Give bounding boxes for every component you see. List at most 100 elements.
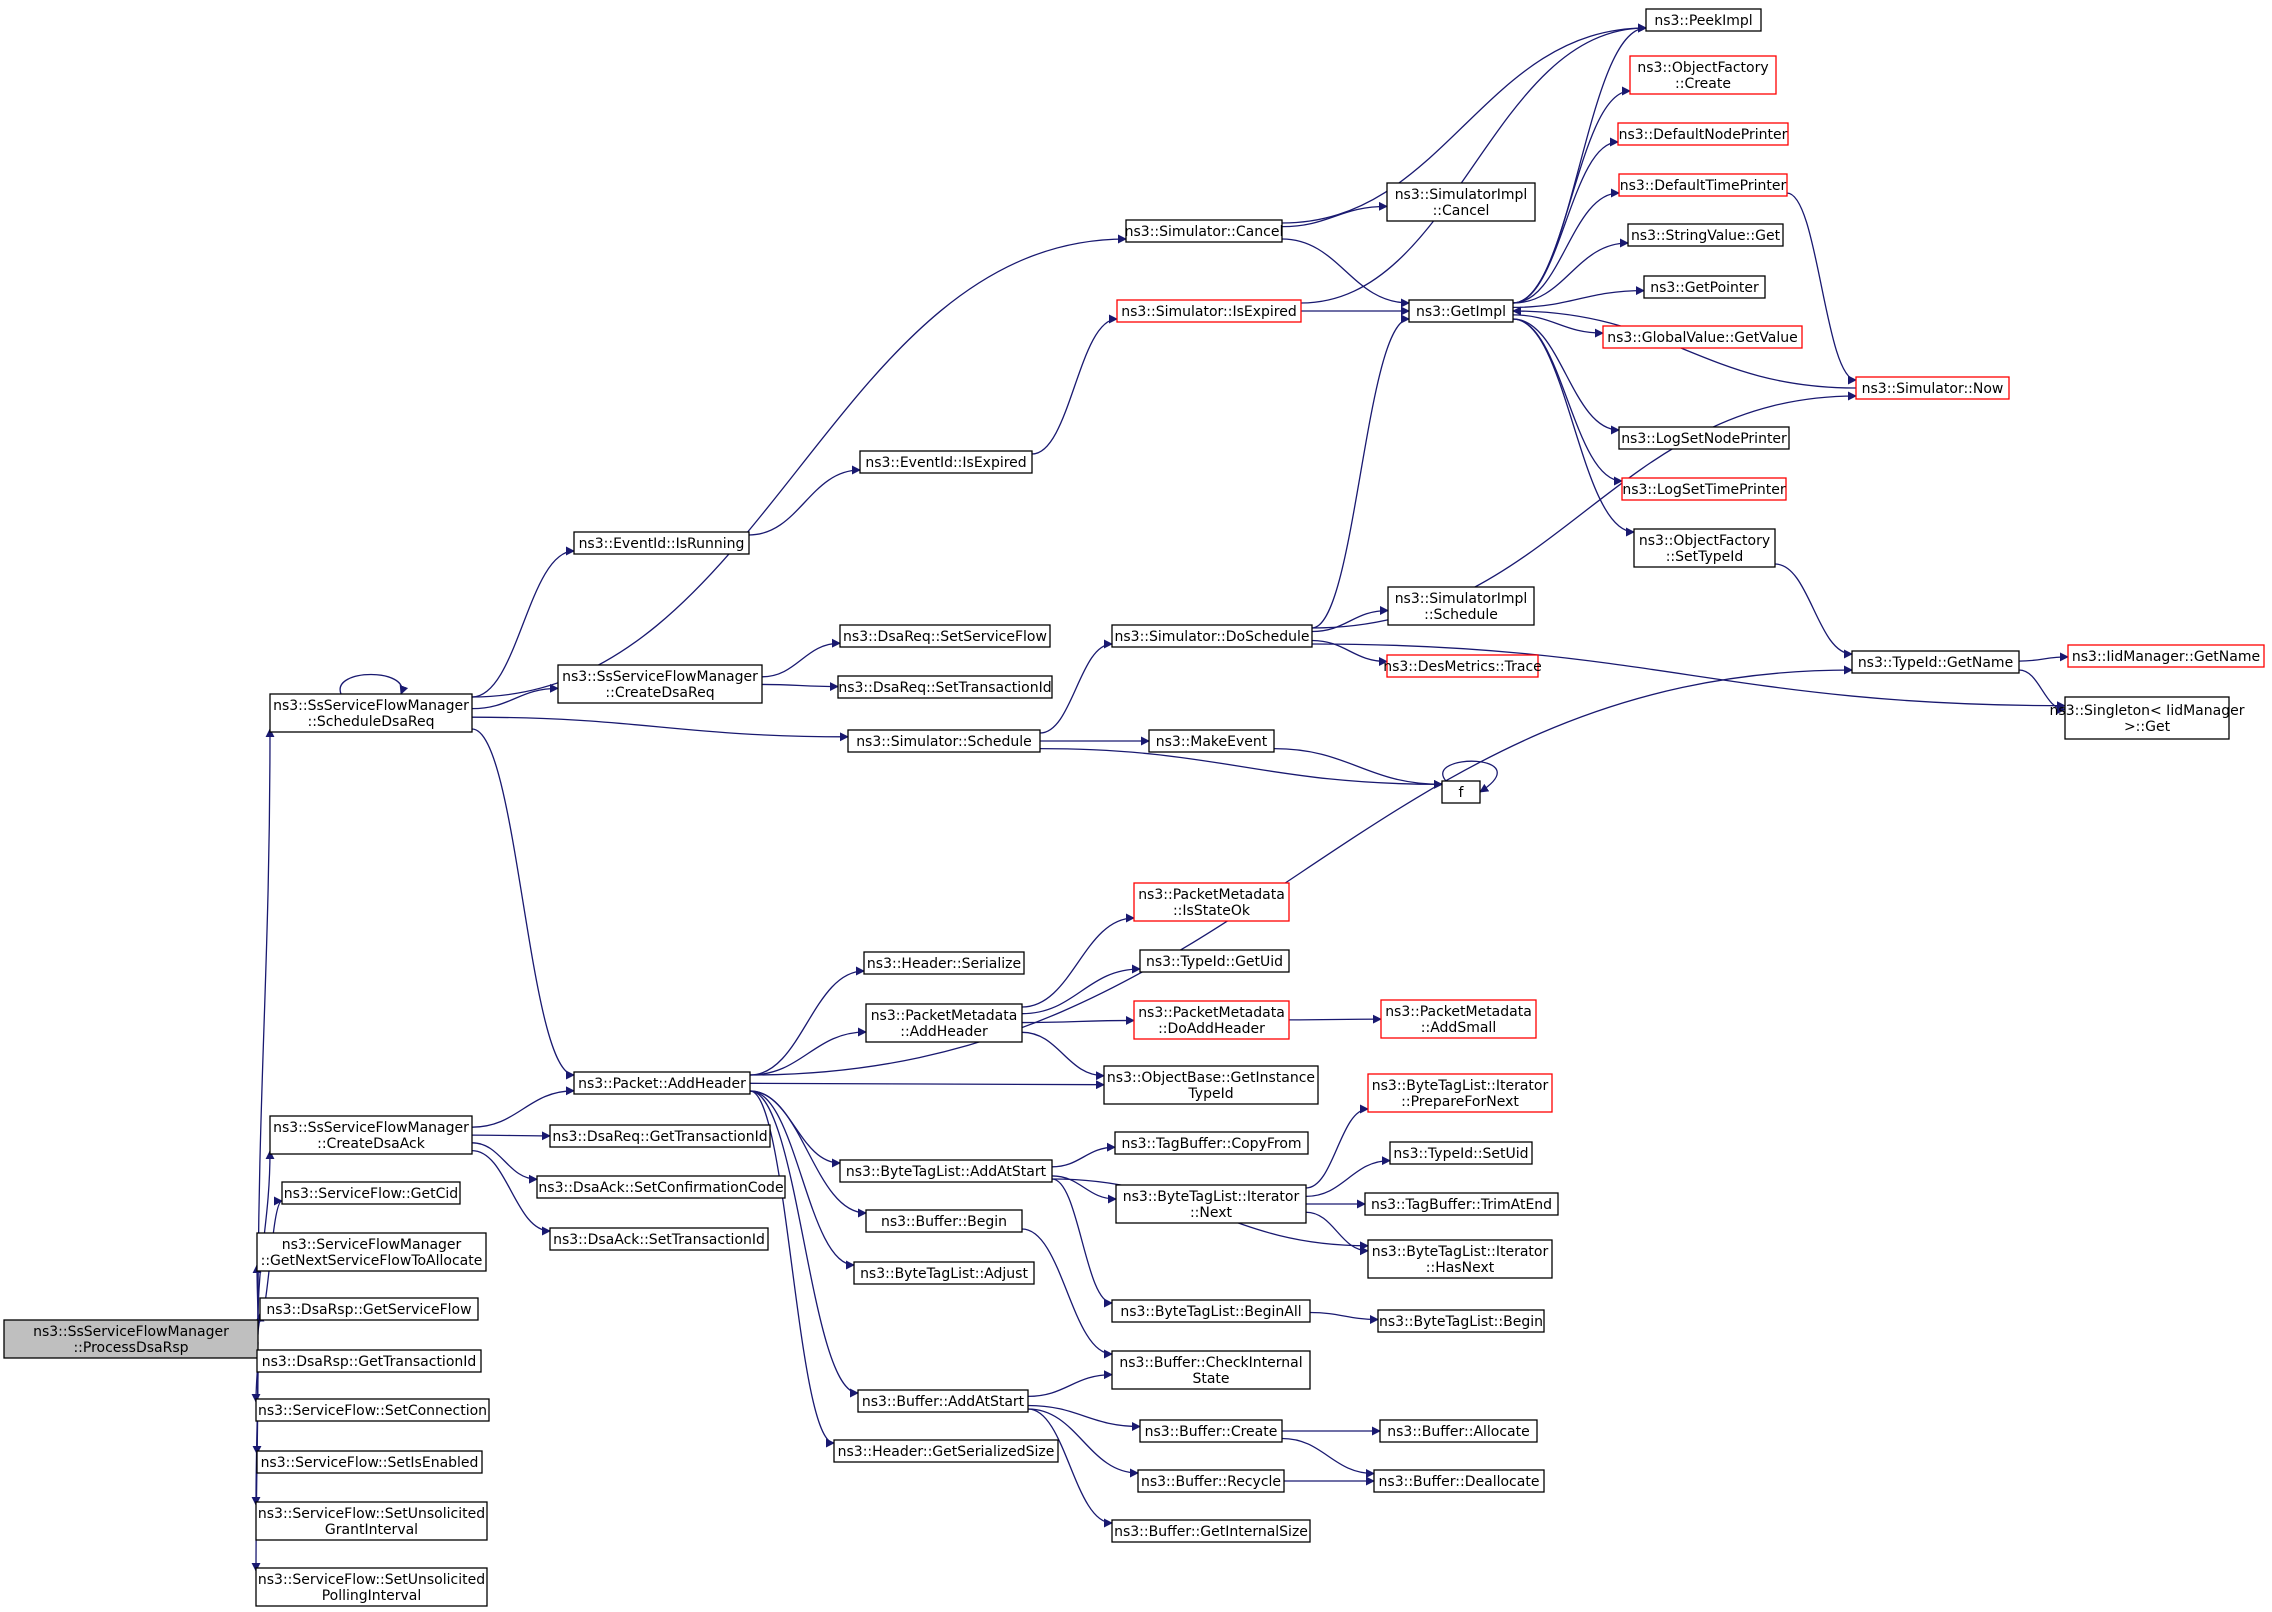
function-node-setSF[interactable]: ns3::DsaReq::SetServiceFlow [839, 624, 1051, 648]
call-edge-createReq-to-setSF [761, 638, 841, 678]
function-node-doSched[interactable]: ns3::Simulator::DoSchedule [1111, 624, 1313, 648]
call-edge-createAck-to-ackSetTid [471, 1149, 551, 1236]
function-node-typeGetName[interactable]: ns3::TypeId::GetName [1851, 650, 2020, 674]
function-node-pmAddHdr[interactable]: ns3::PacketMetadata::AddHeader [865, 1003, 1023, 1043]
function-node-box [1379, 1419, 1538, 1443]
function-node-process[interactable]: ns3::SsServiceFlowManager::ProcessDsaRsp [3, 1319, 259, 1359]
function-node-bufAddStart[interactable]: ns3::Buffer::AddAtStart [857, 1389, 1029, 1413]
function-node-typeSetUid[interactable]: ns3::TypeId::SetUid [1389, 1141, 1533, 1165]
function-node-simNow[interactable]: ns3::Simulator::Now [1855, 376, 2010, 400]
function-node-sfGrant[interactable]: ns3::ServiceFlow::SetUnsolicitedGrantInt… [255, 1501, 488, 1541]
function-node-logTime[interactable]: ns3::LogSetTimePrinter [1621, 477, 1787, 501]
function-node-makeEvent[interactable]: ns3::MakeEvent [1148, 729, 1275, 753]
function-node-pmStateOk[interactable]: ns3::PacketMetadata::IsStateOk [1133, 882, 1290, 922]
function-node-logNode[interactable]: ns3::LogSetNodePrinter [1618, 426, 1790, 450]
function-node-sfmNext[interactable]: ns3::ServiceFlowManager::GetNextServiceF… [256, 1232, 487, 1272]
function-node-btlBegin[interactable]: ns3::ByteTagList::Begin [1377, 1309, 1545, 1333]
function-node-label: ns3::TypeId::GetUid [1146, 954, 1283, 970]
function-node-label: ::AddSmall [1421, 1020, 1496, 1036]
function-node-btlBeginAll[interactable]: ns3::ByteTagList::BeginAll [1111, 1299, 1311, 1323]
function-node-btlIterPrep[interactable]: ns3::ByteTagList::Iterator::PrepareForNe… [1367, 1073, 1553, 1113]
call-edge-pmDoAdd-to-pmAddSmall [1288, 1014, 1382, 1024]
function-node-cancel[interactable]: ns3::Simulator::Cancel [1125, 219, 1284, 243]
call-edge-bufAddStart-to-bufRecycle [1027, 1408, 1139, 1478]
function-node-box [839, 624, 1051, 648]
function-node-pmDoAdd[interactable]: ns3::PacketMetadata::DoAddHeader [1133, 1000, 1290, 1040]
function-node-defNodePr[interactable]: ns3::DefaultNodePrinter [1617, 122, 1789, 146]
function-node-bufDealloc[interactable]: ns3::Buffer::Deallocate [1373, 1469, 1545, 1493]
function-node-pmAddSmall[interactable]: ns3::PacketMetadata::AddSmall [1380, 999, 1537, 1039]
function-node-tagTrim[interactable]: ns3::TagBuffer::TrimAtEnd [1364, 1192, 1559, 1216]
function-node-label: ns3::ServiceFlow::GetCid [284, 1186, 458, 1202]
function-node-strGet[interactable]: ns3::StringValue::Get [1627, 223, 1784, 247]
function-node-label: ns3::SsServiceFlowManager [562, 669, 758, 685]
function-node-ofCreate[interactable]: ns3::ObjectFactory::Create [1629, 55, 1777, 95]
function-node-iidGetName[interactable]: ns3::IidManager::GetName [2067, 644, 2265, 668]
function-node-isExpired[interactable]: ns3::Simulator::IsExpired [1116, 299, 1302, 323]
function-node-singleton[interactable]: ns3::Singleton< IidManager >::Get [2050, 696, 2245, 740]
function-node-bufGetInt[interactable]: ns3::Buffer::GetInternalSize [1111, 1519, 1311, 1543]
function-node-sfPoll[interactable]: ns3::ServiceFlow::SetUnsolicitedPollingI… [255, 1567, 488, 1607]
function-node-schedule[interactable]: ns3::Simulator::Schedule [847, 729, 1041, 753]
function-node-evExpired[interactable]: ns3::EventId::IsExpired [859, 450, 1033, 474]
function-node-bufBegin[interactable]: ns3::Buffer::Begin [865, 1209, 1023, 1233]
function-node-schedReq[interactable]: ns3::SsServiceFlowManager::ScheduleDsaRe… [269, 693, 473, 733]
function-node-btlHasNext[interactable]: ns3::ByteTagList::Iterator::HasNext [1367, 1239, 1553, 1279]
function-node-ofSetType[interactable]: ns3::ObjectFactory::SetTypeId [1633, 528, 1776, 568]
function-node-defTimePr[interactable]: ns3::DefaultTimePrinter [1618, 173, 1788, 197]
function-node-ackSetTid[interactable]: ns3::DsaAck::SetTransactionId [549, 1227, 769, 1251]
function-node-label: ns3::LogSetTimePrinter [1622, 482, 1786, 498]
function-node-rspGetSF[interactable]: ns3::DsaRsp::GetServiceFlow [259, 1297, 479, 1321]
function-node-rspGetTid[interactable]: ns3::DsaRsp::GetTransactionId [256, 1349, 482, 1373]
function-node-getPointer[interactable]: ns3::GetPointer [1643, 275, 1766, 299]
function-node-label: ns3::Simulator::Cancel [1125, 224, 1284, 240]
function-node-label: ns3::GetPointer [1650, 280, 1759, 296]
function-node-btlAdjust[interactable]: ns3::ByteTagList::Adjust [853, 1261, 1035, 1285]
function-node-label: ns3::ByteTagList::BeginAll [1120, 1304, 1301, 1320]
function-node-gvGet[interactable]: ns3::GlobalValue::GetValue [1602, 325, 1803, 349]
function-node-tagCopy[interactable]: ns3::TagBuffer::CopyFrom [1114, 1131, 1309, 1155]
function-node-ackSetConf[interactable]: ns3::DsaAck::SetConfirmationCode [536, 1175, 786, 1199]
function-node-bufCreate[interactable]: ns3::Buffer::Create [1139, 1419, 1283, 1443]
function-node-bufRecycle[interactable]: ns3::Buffer::Recycle [1137, 1469, 1285, 1493]
function-node-desTrace[interactable]: ns3::DesMetrics::Trace [1383, 654, 1542, 678]
function-node-f[interactable]: f [1441, 780, 1481, 804]
function-node-reqGetTid[interactable]: ns3::DsaReq::GetTransactionId [549, 1124, 771, 1148]
function-node-box [2067, 644, 2265, 668]
function-node-simImplCancel[interactable]: ns3::SimulatorImpl::Cancel [1386, 182, 1536, 222]
function-node-evRunning[interactable]: ns3::EventId::IsRunning [573, 531, 750, 555]
function-node-createReq[interactable]: ns3::SsServiceFlowManager::CreateDsaReq [557, 664, 763, 704]
call-edge-addHeader-to-btlAdjust [749, 1090, 855, 1270]
function-node-box [1111, 1299, 1311, 1323]
call-edge-schedReq-to-schedReq [339, 673, 409, 695]
function-node-getImpl[interactable]: ns3::GetImpl [1408, 299, 1514, 323]
function-node-label: ns3::ServiceFlowManager [282, 1237, 462, 1253]
function-node-setTid[interactable]: ns3::DsaReq::SetTransactionId [837, 675, 1053, 699]
function-node-label: ns3::Packet::AddHeader [578, 1076, 746, 1092]
function-node-simImplSched[interactable]: ns3::SimulatorImpl::Schedule [1387, 586, 1535, 626]
function-node-btlIterNext[interactable]: ns3::ByteTagList::Iterator::Next [1115, 1184, 1307, 1224]
function-node-typeGetUid[interactable]: ns3::TypeId::GetUid [1139, 949, 1290, 973]
function-node-box [837, 675, 1053, 699]
call-edge-getImpl-to-peekImpl [1512, 23, 1647, 304]
function-node-label: ns3::Simulator::DoSchedule [1115, 629, 1310, 645]
function-node-hdrGetSize[interactable]: ns3::Header::GetSerializedSize [833, 1439, 1059, 1463]
function-node-box [1133, 1000, 1290, 1040]
function-node-sfGetCid[interactable]: ns3::ServiceFlow::GetCid [281, 1181, 461, 1205]
function-node-box [1139, 949, 1290, 973]
function-node-btlAddStart[interactable]: ns3::ByteTagList::AddAtStart [839, 1159, 1053, 1183]
function-node-sfSetConn[interactable]: ns3::ServiceFlow::SetConnection [255, 1398, 490, 1422]
function-node-box [1386, 182, 1536, 222]
function-node-addHeader[interactable]: ns3::Packet::AddHeader [573, 1071, 751, 1095]
function-node-createAck[interactable]: ns3::SsServiceFlowManager::CreateDsaAck [269, 1115, 473, 1155]
function-node-sfSetEn[interactable]: ns3::ServiceFlow::SetIsEnabled [256, 1450, 483, 1474]
call-edge-pmAddHdr-to-objBase [1021, 1031, 1105, 1081]
function-node-label: ::Create [1675, 76, 1731, 92]
function-node-hdrSer[interactable]: ns3::Header::Serialize [863, 951, 1025, 975]
function-node-label: ns3::TagBuffer::CopyFrom [1121, 1136, 1301, 1152]
function-node-label: ns3::Simulator::IsExpired [1121, 304, 1297, 320]
function-node-bufAlloc[interactable]: ns3::Buffer::Allocate [1379, 1419, 1538, 1443]
function-node-peekImpl[interactable]: ns3::PeekImpl [1645, 8, 1762, 32]
